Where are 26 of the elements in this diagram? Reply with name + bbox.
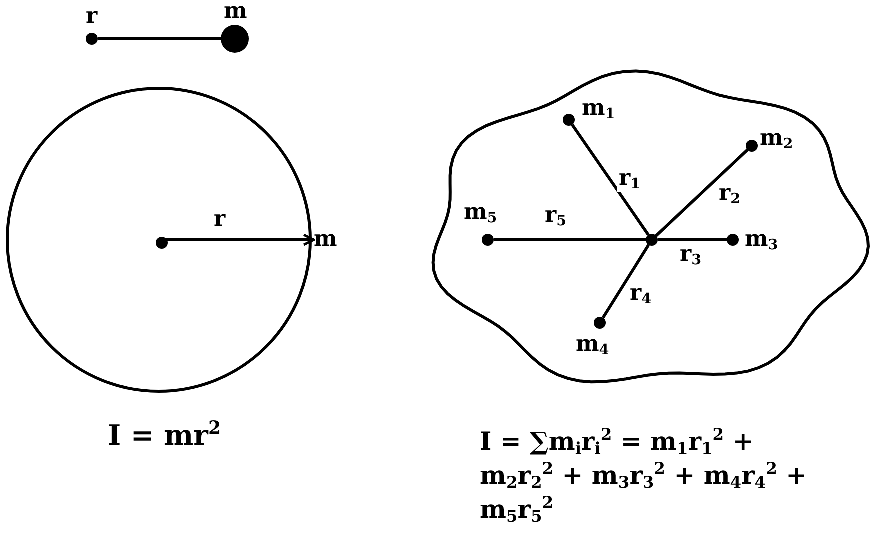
mass-label: m$_{5}$ [464,201,498,226]
mass-label: r [86,5,98,27]
radius-line [98,38,221,40]
point-mass-dot [563,114,575,126]
mass-label: m [224,0,248,22]
radius-line [602,244,650,319]
point-mass-dot [727,234,739,246]
point-mass-dot [746,140,758,152]
circular-body [6,87,312,393]
point-mass-dot [156,237,168,249]
point-mass-dot [594,317,606,329]
point-mass-dot [86,33,98,45]
mass-label: m$_{3}$ [745,228,778,253]
mass-label: m [314,228,338,250]
point-mass-dot [221,25,249,53]
radius-line [494,238,646,242]
formula: I = mr$^{2}$ [108,418,222,453]
radius-arrow [165,234,316,246]
mass-label: m$_{1}$ [582,97,616,122]
radius-line [571,124,650,236]
radius-line [658,238,727,242]
mass-label: m$_{2}$ [760,127,794,152]
point-mass-dot [646,234,658,246]
mass-label: m$_{4}$ [576,333,610,358]
point-mass-dot [482,234,494,246]
radius-line [655,149,749,237]
